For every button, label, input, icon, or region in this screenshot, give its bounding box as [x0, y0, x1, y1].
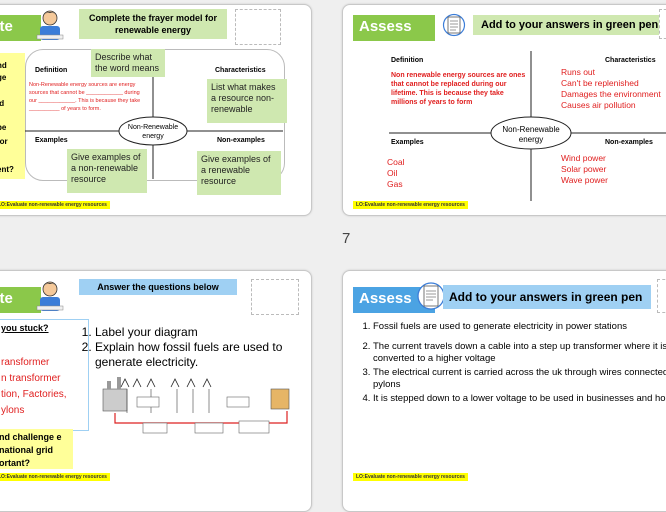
list-item: Wave power [561, 175, 608, 185]
center-label: Non-Renewable energy [502, 125, 560, 144]
list-item: Oil [387, 168, 398, 178]
page-number: 7 [342, 230, 351, 247]
list-item: Causes air pollution [561, 100, 636, 110]
list-item: Can't be replenished [561, 78, 639, 88]
non-examples-label: Non-examples [217, 137, 265, 144]
sidebar-text-4: be [0, 123, 7, 132]
sidebar-text-1: nd [0, 61, 7, 70]
slide-1[interactable]: late Complete the frayer model for renew… [0, 4, 312, 216]
left-sidebar [0, 53, 25, 179]
student-icon [35, 279, 65, 313]
examples-list: Coal Oil Gas [387, 157, 404, 190]
list-item: Gas [387, 179, 403, 189]
examples-label: Examples [391, 139, 424, 146]
list-item: Wind power [561, 153, 606, 163]
sidebar-text-2: ge [0, 73, 7, 82]
list-item: It is stepped down to a lower voltage to… [373, 393, 666, 405]
slide-title: late [0, 15, 41, 41]
list-item: ylons [1, 405, 25, 416]
non-examples-label: Non-examples [605, 139, 653, 146]
list-item: Damages the environment [561, 89, 661, 99]
slide-header: Add to your answers in green pen [473, 15, 666, 35]
note-define: Describe what the word means [91, 49, 165, 77]
answer-list: Fossil fuels are used to generate electr… [355, 321, 666, 405]
sidebar-text-6: ent? [0, 165, 14, 174]
note-characteristics: List what makes a resource non-renewable [207, 79, 287, 123]
list-item: Runs out [561, 67, 596, 77]
list-item: The current travels down a cable into a … [373, 341, 666, 365]
stuck-label: you stuck? [1, 323, 49, 333]
definition-label: Definition [391, 57, 424, 64]
checklist-icon [417, 279, 445, 313]
image-placeholder [657, 279, 666, 313]
slide-2[interactable]: Assess Add to your answers in green pen … [342, 4, 666, 216]
list-item: Solar power [561, 164, 607, 174]
examples-label: Examples [35, 137, 68, 144]
stuck-list: ransformer n transformer tion, Factories… [1, 355, 67, 419]
learning-objective: LO:Evaluate non-renewable energy resourc… [353, 473, 468, 481]
national-grid-diagram [102, 377, 290, 434]
sidebar-text-5: for [0, 137, 8, 146]
challenge-box: nd challenge e national grid ortant? [0, 429, 73, 469]
slide-header: Answer the questions below [79, 279, 237, 295]
slide-header: Complete the frayer model for renewable … [79, 9, 227, 39]
list-item: Label your diagram [95, 325, 295, 340]
definition-text: Non-Renewable energy sources are energy … [29, 82, 141, 112]
definition-text: Non renewable energy sources are ones th… [391, 72, 526, 106]
question-list: Label your diagram Explain how fossil fu… [77, 325, 295, 370]
characteristics-label: Characteristics [605, 57, 656, 64]
list-item: Fossil fuels are used to generate electr… [373, 321, 666, 333]
slide-3[interactable]: late Answer the questions below you stuc… [0, 270, 312, 512]
slide-title: Assess [353, 15, 435, 41]
sidebar-text-3: ld [0, 99, 4, 108]
slide-title: late [0, 287, 41, 313]
list-item: The electrical current is carried across… [373, 367, 666, 391]
learning-objective: LO:Evaluate non-renewable energy resourc… [0, 201, 110, 209]
list-item: Coal [387, 157, 405, 167]
non-examples-list: Wind power Solar power Wave power [561, 153, 608, 186]
image-placeholder [235, 9, 281, 45]
learning-objective: LO:Evaluate non-renewable energy resourc… [353, 201, 468, 209]
note-examples: Give examples of a non-renewable resourc… [67, 149, 147, 193]
list-item: Explain how fossil fuels are used to gen… [95, 340, 295, 370]
slide-header: Add to your answers in green pen [443, 285, 651, 309]
slide-4[interactable]: Assess Add to your answers in green pen … [342, 270, 666, 512]
list-item: ransformer [1, 357, 50, 368]
center-label: Non-Renewable energy [127, 124, 179, 140]
image-placeholder [659, 9, 666, 39]
characteristics-list: Runs out Can't be replenished Damages th… [561, 67, 661, 111]
learning-objective: LO:Evaluate non-renewable energy resourc… [0, 473, 110, 481]
characteristics-label: Characteristics [215, 67, 266, 74]
image-placeholder [251, 279, 299, 315]
frayer-cross [389, 51, 666, 201]
student-icon [35, 8, 65, 42]
list-item: n transformer [1, 373, 61, 384]
note-non-examples: Give examples of a renewable resource [197, 151, 281, 195]
checklist-icon [442, 11, 466, 39]
list-item: tion, Factories, [1, 389, 67, 400]
definition-label: Definition [35, 67, 68, 74]
